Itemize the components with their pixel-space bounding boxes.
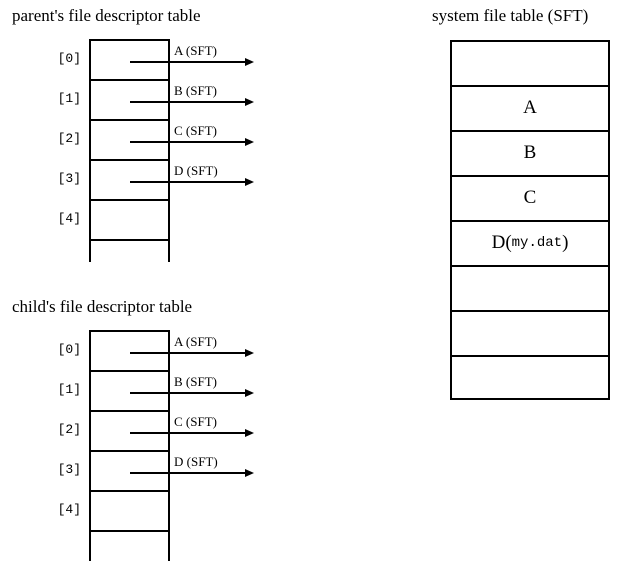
sft-pointer-label: D (SFT) — [174, 163, 218, 178]
sft-pointer-arrowhead — [245, 178, 254, 186]
sft-pointer-line — [130, 61, 246, 63]
sft-pointer-label: A (SFT) — [174, 334, 217, 349]
sft-pointer-label: A (SFT) — [174, 43, 217, 58]
sft-title: system file table (SFT) — [432, 6, 589, 25]
sft-row-divider — [450, 220, 610, 222]
sft-pointer-line — [130, 101, 246, 103]
table-row-divider — [89, 490, 170, 492]
sft-row-divider — [450, 265, 610, 267]
parent-table-title: parent's file descriptor table — [12, 6, 201, 25]
sft-pointer-line — [130, 141, 246, 143]
sft-entry-paren-open: ( — [505, 231, 512, 253]
sft-pointer-label: C (SFT) — [174, 123, 217, 138]
sft-entry-label: A — [523, 96, 537, 118]
fd-index-label: [4] — [57, 502, 81, 517]
table-row-divider — [89, 530, 170, 532]
sft-row-divider — [450, 175, 610, 177]
fd-index-label: [4] — [57, 211, 81, 226]
sft-pointer-label: B (SFT) — [174, 83, 217, 98]
table-row-divider — [89, 79, 170, 81]
sft-entry: C — [450, 175, 610, 220]
sft-pointer-arrowhead — [245, 98, 254, 106]
child-table-box — [89, 330, 170, 561]
table-row-divider — [89, 239, 170, 241]
sft-pointer-arrowhead — [245, 429, 254, 437]
table-row-divider — [89, 159, 170, 161]
sft-pointer-arrowhead — [245, 58, 254, 66]
sft-pointer-label: B (SFT) — [174, 374, 217, 389]
sft-pointer-label: C (SFT) — [174, 414, 217, 429]
parent-table-box — [89, 39, 170, 262]
sft-entry — [450, 310, 610, 355]
fd-index-label: [3] — [57, 171, 81, 186]
sft-entry — [450, 265, 610, 310]
sft-entry — [450, 40, 610, 85]
sft-entry: D (my.dat) — [450, 220, 610, 265]
fd-index-label: [2] — [57, 422, 81, 437]
sft-entry-label: B — [523, 141, 537, 163]
table-row-divider — [89, 450, 170, 452]
table-row-divider — [89, 119, 170, 121]
sft-pointer-arrowhead — [245, 349, 254, 357]
child-table-title: child's file descriptor table — [12, 297, 193, 316]
fd-index-label: [1] — [57, 382, 81, 397]
sft-pointer-label: D (SFT) — [174, 454, 218, 469]
sft-entry — [450, 355, 610, 400]
sft-pointer-arrowhead — [245, 138, 254, 146]
fd-index-label: [3] — [57, 462, 81, 477]
sft-pointer-line — [130, 392, 246, 394]
sft-entry-paren-close: ) — [562, 231, 569, 253]
sft-pointer-arrowhead — [245, 469, 254, 477]
sft-pointer-line — [130, 472, 246, 474]
sft-entry-filename: my.dat — [511, 234, 563, 251]
sft-pointer-line — [130, 181, 246, 183]
sft-pointer-line — [130, 432, 246, 434]
sft-entry-label: C — [523, 186, 537, 208]
sft-entry: B — [450, 130, 610, 175]
sft-pointer-arrowhead — [245, 389, 254, 397]
fd-index-label: [0] — [57, 342, 81, 357]
sft-row-divider — [450, 310, 610, 312]
table-row-divider — [89, 199, 170, 201]
fd-index-label: [1] — [57, 91, 81, 106]
sft-row-divider — [450, 130, 610, 132]
sft-row-divider — [450, 355, 610, 357]
fd-index-label: [0] — [57, 51, 81, 66]
table-row-divider — [89, 410, 170, 412]
sft-pointer-line — [130, 352, 246, 354]
fd-index-label: [2] — [57, 131, 81, 146]
sft-entry-label: D — [491, 231, 506, 253]
sft-entry: A — [450, 85, 610, 130]
table-row-divider — [89, 370, 170, 372]
sft-row-divider — [450, 85, 610, 87]
